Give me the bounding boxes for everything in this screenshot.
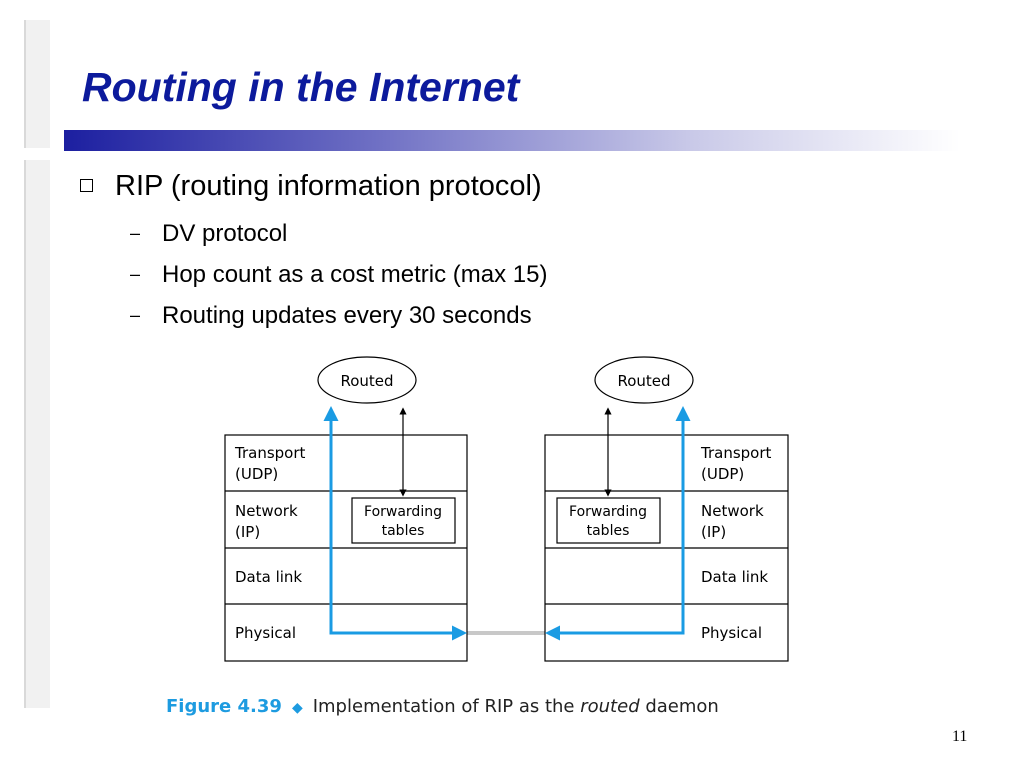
right-forwarding-label: Forwarding xyxy=(569,504,647,520)
title-gradient-rule xyxy=(64,130,960,151)
dash-bullet-icon: – xyxy=(130,264,141,284)
sub-bullet-text: DV protocol xyxy=(162,220,288,247)
right-routed-process xyxy=(594,356,694,404)
caption-text-italic: routed xyxy=(580,696,640,717)
left-routed-label: Routed xyxy=(340,372,393,390)
bullet-item: RIP (routing information protocol) xyxy=(80,170,542,203)
caption-text-before: Implementation of RIP as the xyxy=(312,696,581,717)
slide-decoration-bar-top xyxy=(24,20,50,148)
left-transport-detail: (UDP) xyxy=(235,465,278,483)
left-tables-label: tables xyxy=(382,523,425,539)
slide-number: 11 xyxy=(952,728,968,745)
left-network-label: Network xyxy=(235,502,298,520)
sub-bullet-item: – DV protocol xyxy=(130,220,287,248)
slide-title: Routing in the Internet xyxy=(82,64,520,110)
dash-bullet-icon: – xyxy=(130,223,141,243)
right-network-label: Network xyxy=(701,502,764,520)
left-routed-process xyxy=(317,356,417,404)
left-transport-label: Transport xyxy=(234,444,306,462)
sub-bullet-item: – Routing updates every 30 seconds xyxy=(130,302,532,330)
figure-caption: Figure 4.39 ◆ Implementation of RIP as the… xyxy=(166,696,719,717)
left-physical-label: Physical xyxy=(235,624,296,642)
right-routed-label: Routed xyxy=(617,372,670,390)
dash-bullet-icon: – xyxy=(130,305,141,325)
right-datalink-label: Data link xyxy=(701,568,768,586)
left-host-stack: Routed Transport (UDP) Network (IP) Data… xyxy=(224,356,468,662)
left-data-path-arrow xyxy=(323,406,467,641)
right-transport-detail: (UDP) xyxy=(701,465,744,483)
sub-bullet-item: – Hop count as a cost metric (max 15) xyxy=(130,261,547,289)
right-tables-label: tables xyxy=(587,523,630,539)
figure-number: Figure 4.39 xyxy=(166,696,282,717)
right-data-path-arrow xyxy=(545,406,691,641)
caption-text: Implementation of RIP as the routed daem… xyxy=(313,696,719,717)
right-physical-label: Physical xyxy=(701,624,762,642)
left-datalink-label: Data link xyxy=(235,568,302,586)
right-transport-label: Transport xyxy=(700,444,772,462)
bullet-text: RIP (routing information protocol) xyxy=(115,170,542,202)
right-network-detail: (IP) xyxy=(701,523,726,541)
right-host-stack: Routed Transport (UDP) Network (IP) Data… xyxy=(544,356,789,662)
left-network-detail: (IP) xyxy=(235,523,260,541)
hollow-square-bullet-icon xyxy=(80,179,93,192)
sub-bullet-text: Hop count as a cost metric (max 15) xyxy=(162,261,548,288)
sub-bullet-text: Routing updates every 30 seconds xyxy=(162,302,532,329)
diamond-icon: ◆ xyxy=(291,700,303,716)
left-forwarding-label: Forwarding xyxy=(364,504,442,520)
caption-text-after: daemon xyxy=(639,696,719,717)
slide-decoration-bar-bottom xyxy=(24,160,50,708)
